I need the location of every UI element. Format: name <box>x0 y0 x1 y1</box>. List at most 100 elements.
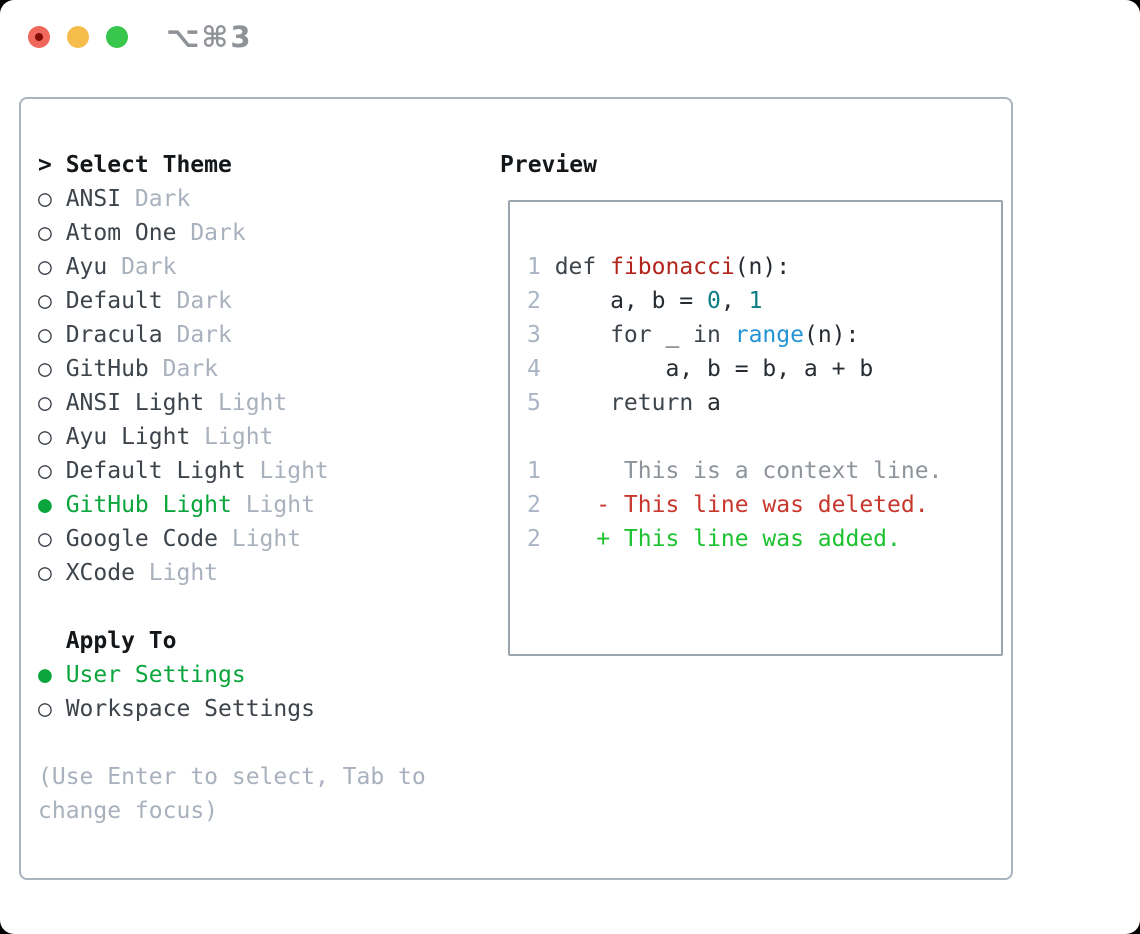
code-token-plain: a <box>693 390 721 416</box>
code-token-context: This is a context line. <box>554 458 943 484</box>
theme-option[interactable]: ○ XCode Light <box>38 556 426 590</box>
theme-variant-tag: Light <box>204 424 274 450</box>
line-number: 2 <box>527 492 541 518</box>
code-text: + This line was added. <box>555 522 901 556</box>
code-line: 2 a, b = 0, 1 <box>527 284 1001 318</box>
theme-name: Ayu <box>65 254 108 280</box>
theme-option[interactable]: ○ Dracula Dark <box>38 318 426 352</box>
maximize-button[interactable] <box>106 26 128 48</box>
close-button[interactable] <box>28 26 50 48</box>
radio-circle-icon: ○ <box>38 220 52 246</box>
radio-circle-icon: ○ <box>38 560 52 586</box>
code-token-plain: a, b = <box>554 288 708 314</box>
theme-variant-tag: Dark <box>134 186 191 212</box>
radio-circle-icon: ○ <box>38 390 52 416</box>
theme-variant-tag: Dark <box>176 288 232 314</box>
code-line: 1 def fibonacci(n): <box>527 250 1001 284</box>
apply-to-option[interactable]: ○ Workspace Settings <box>38 692 426 726</box>
theme-name: GitHub Light <box>65 492 232 518</box>
minimize-button[interactable] <box>67 26 89 48</box>
apply-to-option-label: Workspace Settings <box>65 696 315 722</box>
hint-text-line2: change focus) <box>38 798 219 824</box>
code-text: for _ in range(n): <box>555 318 860 352</box>
code-text: - This line was deleted. <box>555 488 928 522</box>
line-number: 5 <box>527 390 541 416</box>
code-text: This is a context line. <box>555 454 943 488</box>
code-text: def fibonacci(n): <box>555 250 790 284</box>
theme-option[interactable]: ○ ANSI Dark <box>38 182 426 216</box>
theme-variant-tag: Light <box>231 526 302 552</box>
theme-option[interactable]: ○ Ayu Dark <box>38 250 426 284</box>
theme-name: ANSI <box>65 186 122 212</box>
code-token-keyword: for <box>610 322 652 348</box>
code-token-plain <box>555 322 610 348</box>
code-token-number: 1 <box>748 288 763 314</box>
title-bar: ⌥⌘3 <box>0 0 1140 74</box>
code-token-plain <box>555 390 610 416</box>
spacer <box>38 726 426 760</box>
prompt-chevron-icon: > <box>38 152 52 178</box>
theme-option[interactable]: ○ ANSI Light Light <box>38 386 426 420</box>
theme-variant-tag: Light <box>259 458 329 484</box>
theme-name: ANSI Light <box>65 390 205 416</box>
code-token-plain: (n): <box>803 322 860 348</box>
theme-option[interactable]: ○ GitHub Dark <box>38 352 426 386</box>
theme-variant-tag: Light <box>148 560 219 586</box>
code-token-keyword: in <box>693 322 721 348</box>
code-token-builtin: range <box>734 322 804 348</box>
code-line <box>527 420 1001 454</box>
code-text: return a <box>555 386 721 420</box>
apply-to-label: Apply To <box>65 628 177 654</box>
apply-to-option[interactable]: ●User Settings <box>38 658 426 692</box>
code-token-added: + This line was added. <box>554 526 901 552</box>
theme-variant-tag: Light <box>218 390 288 416</box>
theme-variant-tag: Dark <box>190 220 246 246</box>
radio-circle-icon: ○ <box>38 696 52 722</box>
radio-circle-icon: ○ <box>38 356 52 382</box>
code-token-keyword: return <box>610 390 694 416</box>
theme-option[interactable]: ○ Default Dark <box>38 284 426 318</box>
code-token-plain: _ <box>651 322 694 348</box>
code-token-number: 0 <box>707 288 721 314</box>
radio-circle-icon: ○ <box>38 288 52 314</box>
preview-label: Preview <box>500 152 597 178</box>
line-number: 2 <box>527 288 541 314</box>
unsaved-dot-icon <box>35 33 43 41</box>
theme-option[interactable]: ○ Atom One Dark <box>38 216 426 250</box>
theme-name: GitHub <box>65 356 149 382</box>
radio-circle-icon: ● <box>38 492 52 518</box>
indent <box>38 624 66 658</box>
theme-name: Atom One <box>65 220 177 246</box>
apply-to-header: Apply To <box>38 624 426 658</box>
code-line: 2 - This line was deleted. <box>527 488 1001 522</box>
theme-name: Dracula <box>65 322 163 348</box>
radio-circle-icon: ○ <box>38 424 52 450</box>
code-token-plain: a, b = b, a + b <box>554 356 874 382</box>
theme-name: XCode <box>65 560 135 586</box>
code-line: 4 a, b = b, a + b <box>527 352 1001 386</box>
theme-variant-tag: Dark <box>176 322 232 348</box>
radio-circle-icon: ○ <box>38 458 52 484</box>
apply-to-list: ●User Settings ○ Workspace Settings <box>38 658 426 726</box>
radio-circle-icon: ○ <box>38 186 52 212</box>
theme-variant-tag: Dark <box>162 356 219 382</box>
window-title: ⌥⌘3 <box>166 20 253 54</box>
theme-name: Default <box>65 288 163 314</box>
line-number: 2 <box>527 526 541 552</box>
radio-circle-icon: ○ <box>38 254 52 280</box>
line-number: 3 <box>527 322 541 348</box>
radio-circle-icon: ○ <box>38 322 52 348</box>
theme-name: Google Code <box>65 526 219 552</box>
spacer <box>38 590 426 624</box>
code-token-plain: (n): <box>734 254 791 280</box>
code-line: 2 + This line was added. <box>527 522 1001 556</box>
theme-variant-tag: Dark <box>121 254 177 280</box>
line-number: 1 <box>527 254 541 280</box>
